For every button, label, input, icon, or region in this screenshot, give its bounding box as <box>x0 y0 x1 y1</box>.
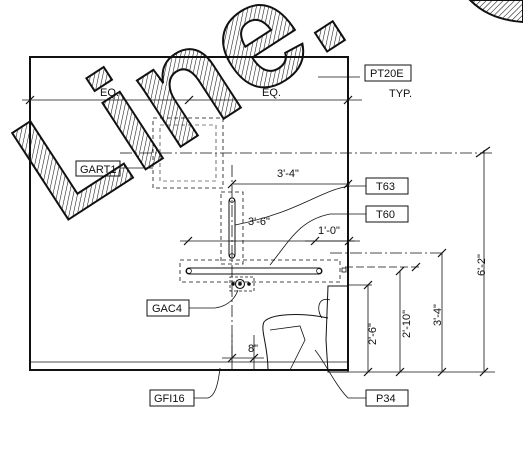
dim-2-10-label: 2'-10" <box>401 310 413 338</box>
tag-gfi16: GFI16 <box>149 367 221 407</box>
outlet-gac4 <box>229 276 255 292</box>
dim-1-0: 1'-0" <box>305 225 355 246</box>
room-outline <box>29 56 349 371</box>
tag-t63: T63 <box>234 177 409 226</box>
dim-6-2-label: 6'-2" <box>476 254 488 276</box>
dim-3-4: 3'-4" <box>227 168 353 189</box>
watermark: Line. <box>0 0 523 253</box>
tag-pt20e: PT20E TYP. <box>318 64 412 100</box>
grab-bar-vertical <box>220 191 244 265</box>
grab-bar-horizontal <box>179 259 341 283</box>
dim-8-label: 8" <box>248 343 258 355</box>
dim-3-4-label: 3'-4" <box>277 168 299 180</box>
dim-3-6-label: 3'-6" <box>248 216 270 228</box>
tag-t60-label: T60 <box>376 209 395 221</box>
watermark-text: Line. <box>0 0 371 252</box>
eq-dimension: EQ. EQ. <box>22 87 362 105</box>
toilet-p34 <box>262 285 349 373</box>
tag-gart1-label: GART1 <box>80 164 116 176</box>
typ-label: TYP. <box>389 88 412 100</box>
tag-p34-label: P34 <box>376 393 396 405</box>
tag-t63-label: T63 <box>376 181 395 193</box>
eq-label-left: EQ. <box>100 87 119 99</box>
tag-t60: T60 <box>269 205 409 266</box>
dim-2-6-label: 2'-6" <box>367 323 379 345</box>
tag-gac4: GAC4 <box>146 289 239 317</box>
tag-gfi16-label: GFI16 <box>154 393 185 405</box>
eq-label-right: EQ. <box>262 87 281 99</box>
tag-gac4-label: GAC4 <box>152 303 182 315</box>
tag-p34: P34 <box>314 349 409 407</box>
dim-8: 8" <box>222 335 264 370</box>
dim-1-0-label: 1'-0" <box>318 225 340 237</box>
dim-3-4-vertical-label: 3'-4" <box>432 304 444 326</box>
dim-vertical-stack: 2'-6" 2'-10" 3'-4" 6'-2" <box>348 150 495 377</box>
tag-gart1: GART1 <box>75 160 153 177</box>
tag-pt20e-label: PT20E <box>370 68 404 80</box>
